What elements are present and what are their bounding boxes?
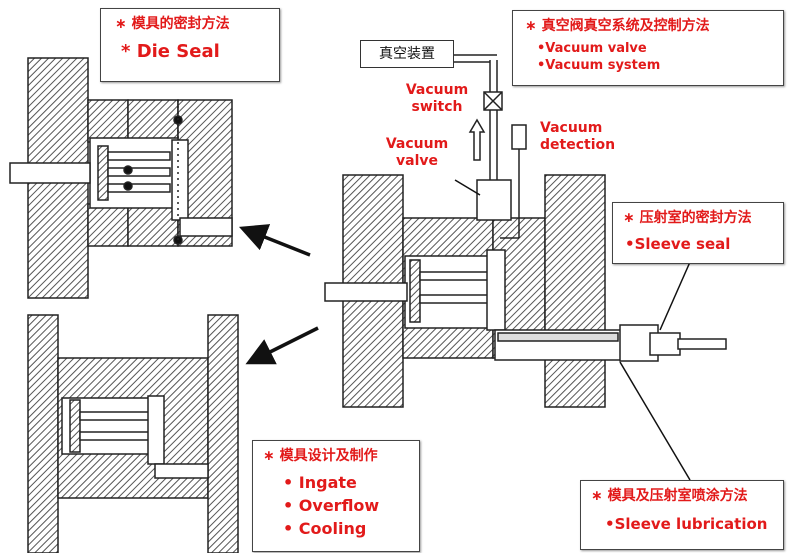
die-seal-item: Die Seal xyxy=(136,41,220,62)
asterisk-icon: ∗ xyxy=(623,210,640,226)
vacuum-system-note: ∗ 真空阀真空系统及控制方法 •Vacuum valve •Vacuum sys… xyxy=(512,10,784,86)
arrow-to-die-design xyxy=(245,326,319,365)
lubrication-note: ∗ 模具及压射室喷涂方法 •Sleeve lubrication xyxy=(580,480,784,550)
vacuum-note-item-1: •Vacuum valve xyxy=(537,41,647,56)
vacuum-note-item-2: •Vacuum system xyxy=(537,58,661,73)
die-seal-assembly xyxy=(9,57,233,299)
vacuum-note-title: 真空阀真空系统及控制方法 xyxy=(541,18,710,34)
die-seal-title: 模具的密封方法 xyxy=(131,16,230,32)
asterisk-icon: ∗ xyxy=(525,18,542,34)
vacuum-device-box: 真空装置 xyxy=(360,40,454,68)
asterisk-icon: ∗ xyxy=(115,16,132,32)
main-die-casting-machine xyxy=(324,54,727,408)
sleeve-seal-note: ∗ 压射室的密封方法 •Sleeve seal xyxy=(612,202,784,264)
die-design-assembly xyxy=(27,314,239,553)
asterisk-icon: ∗ xyxy=(263,448,280,464)
die-design-item-overflow: Overflow xyxy=(298,496,380,515)
die-design-note: ∗ 模具设计及制作 • Ingate • Overflow • Cooling xyxy=(252,440,420,552)
vacuum-switch-label: Vacuum switch xyxy=(405,82,469,115)
lubrication-pointer xyxy=(619,361,691,481)
lubrication-item: •Sleeve lubrication xyxy=(605,515,768,533)
die-seal-note: ∗ 模具的密封方法 * Die Seal xyxy=(100,8,280,82)
vacuum-device-label: 真空装置 xyxy=(379,46,435,62)
sleeve-seal-item: •Sleeve seal xyxy=(625,235,731,253)
vacuum-detection-label: Vacuum detection xyxy=(540,120,616,153)
die-design-title: 模具设计及制作 xyxy=(279,448,378,464)
sleeve-seal-pointer xyxy=(659,261,691,331)
lubrication-title: 模具及压射室喷涂方法 xyxy=(607,488,748,504)
die-design-item-ingate: Ingate xyxy=(298,473,357,492)
vacuum-valve-label: Vacuum valve xyxy=(385,136,449,169)
die-design-item-cooling: Cooling xyxy=(298,519,367,538)
arrow-to-die-seal xyxy=(238,224,311,257)
sleeve-seal-title: 压射室的密封方法 xyxy=(639,210,752,226)
asterisk-icon: ∗ xyxy=(591,488,608,504)
